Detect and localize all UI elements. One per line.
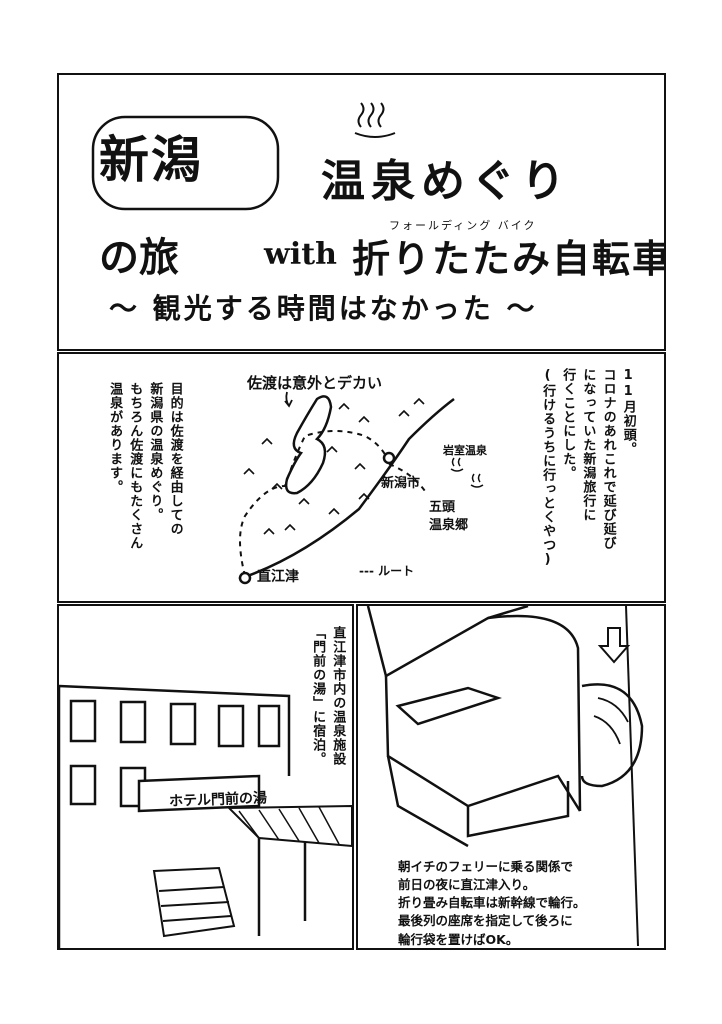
mountain-marks <box>243 397 425 535</box>
panel4-caption: 朝イチのフェリーに乗る関係で前日の夜に直江津入り。折り畳み自転車は新幹線で輪行。… <box>398 859 586 947</box>
down-arrow-icon <box>597 627 631 664</box>
hotel-sign-board <box>137 774 261 813</box>
niigata-route-map <box>238 391 484 585</box>
route-legend: --- ルート <box>359 564 415 578</box>
title-decorations <box>91 102 396 211</box>
title-subtitle: 〜 観光する時間はなかった 〜 <box>109 292 538 325</box>
hot-spring-bowl-icon <box>354 132 396 138</box>
ferry-route <box>239 430 388 577</box>
seat-back-wall <box>366 606 529 678</box>
gozu-label-1: 五頭 <box>429 500 456 515</box>
title-bike-ruby: フォールディング バイク <box>389 219 537 232</box>
naoetsu-marker <box>238 571 252 585</box>
seat-armrest <box>395 686 502 726</box>
niigata-title-frame <box>91 115 280 211</box>
title-niigata: 新潟 <box>99 131 203 189</box>
naoetsu-label: 直江津 <box>257 569 299 585</box>
hotel-illustration <box>59 684 352 948</box>
sado-pointer-arrow <box>284 391 293 408</box>
onsen-symbol-icon <box>470 473 484 488</box>
entrance-canopy <box>226 804 352 848</box>
hotel-sign-text: ホテル門前の湯 <box>168 790 268 810</box>
hotel-panel: ホテル門前の湯 直江津市内の温泉施設「門前の湯」に宿泊。 <box>57 604 354 950</box>
title-with: with <box>264 237 337 272</box>
title-onsen-meguri: 温泉めぐり <box>321 156 571 207</box>
gozu-label-2: 温泉郷 <box>429 518 469 533</box>
train-seat-panel: 朝イチのフェリーに乗る関係で前日の夜に直江津入り。折り畳み自転車は新幹線で輪行。… <box>356 604 666 950</box>
panel2-right-text: 11月初頭。コロナのあれこれで延び延びになっていた新潟旅行に行くことにした。(行… <box>540 368 636 568</box>
window-frame <box>625 606 639 947</box>
seat-base <box>386 755 469 848</box>
panel2-left-text: 目的は佐渡を経由しての新潟県の温泉めぐり。もちろん佐渡にもたくさん温泉があります… <box>107 382 183 550</box>
train-seat-illustration <box>366 606 644 947</box>
coastline <box>238 398 455 581</box>
road-route <box>388 463 428 495</box>
bike-bag <box>580 683 644 788</box>
hotel-building <box>59 684 291 948</box>
title-bike: 折りたたみ自転車 <box>352 237 666 281</box>
iwamuro-label: 岩室温泉 <box>443 444 487 457</box>
seat-headrest-wall <box>487 614 582 812</box>
canopy-ribs <box>238 806 340 845</box>
niigata-city-marker <box>382 451 396 465</box>
hot-spring-steam-icon <box>357 102 385 128</box>
bike-bag-folds <box>593 697 629 745</box>
panel3-text: 直江津市内の温泉施設「門前の湯」に宿泊。 <box>310 626 346 766</box>
title-panel: 新潟 温泉めぐり の旅 with フォールディング バイク 折りたたみ自転車 〜… <box>57 73 666 351</box>
canopy-pillars <box>257 838 307 936</box>
seat-front <box>466 781 570 838</box>
entrance-steps <box>152 866 236 938</box>
onsen-symbol-icon <box>450 457 464 472</box>
sado-island <box>284 395 333 495</box>
sado-label: 佐渡は意外とデカい <box>247 374 383 392</box>
title-no-tabi: の旅 <box>99 235 179 281</box>
niigata-city-label: 新潟市 <box>381 476 421 491</box>
map-panel: 目的は佐渡を経由しての新潟県の温泉めぐり。もちろん佐渡にもたくさん温泉があります… <box>57 352 666 603</box>
